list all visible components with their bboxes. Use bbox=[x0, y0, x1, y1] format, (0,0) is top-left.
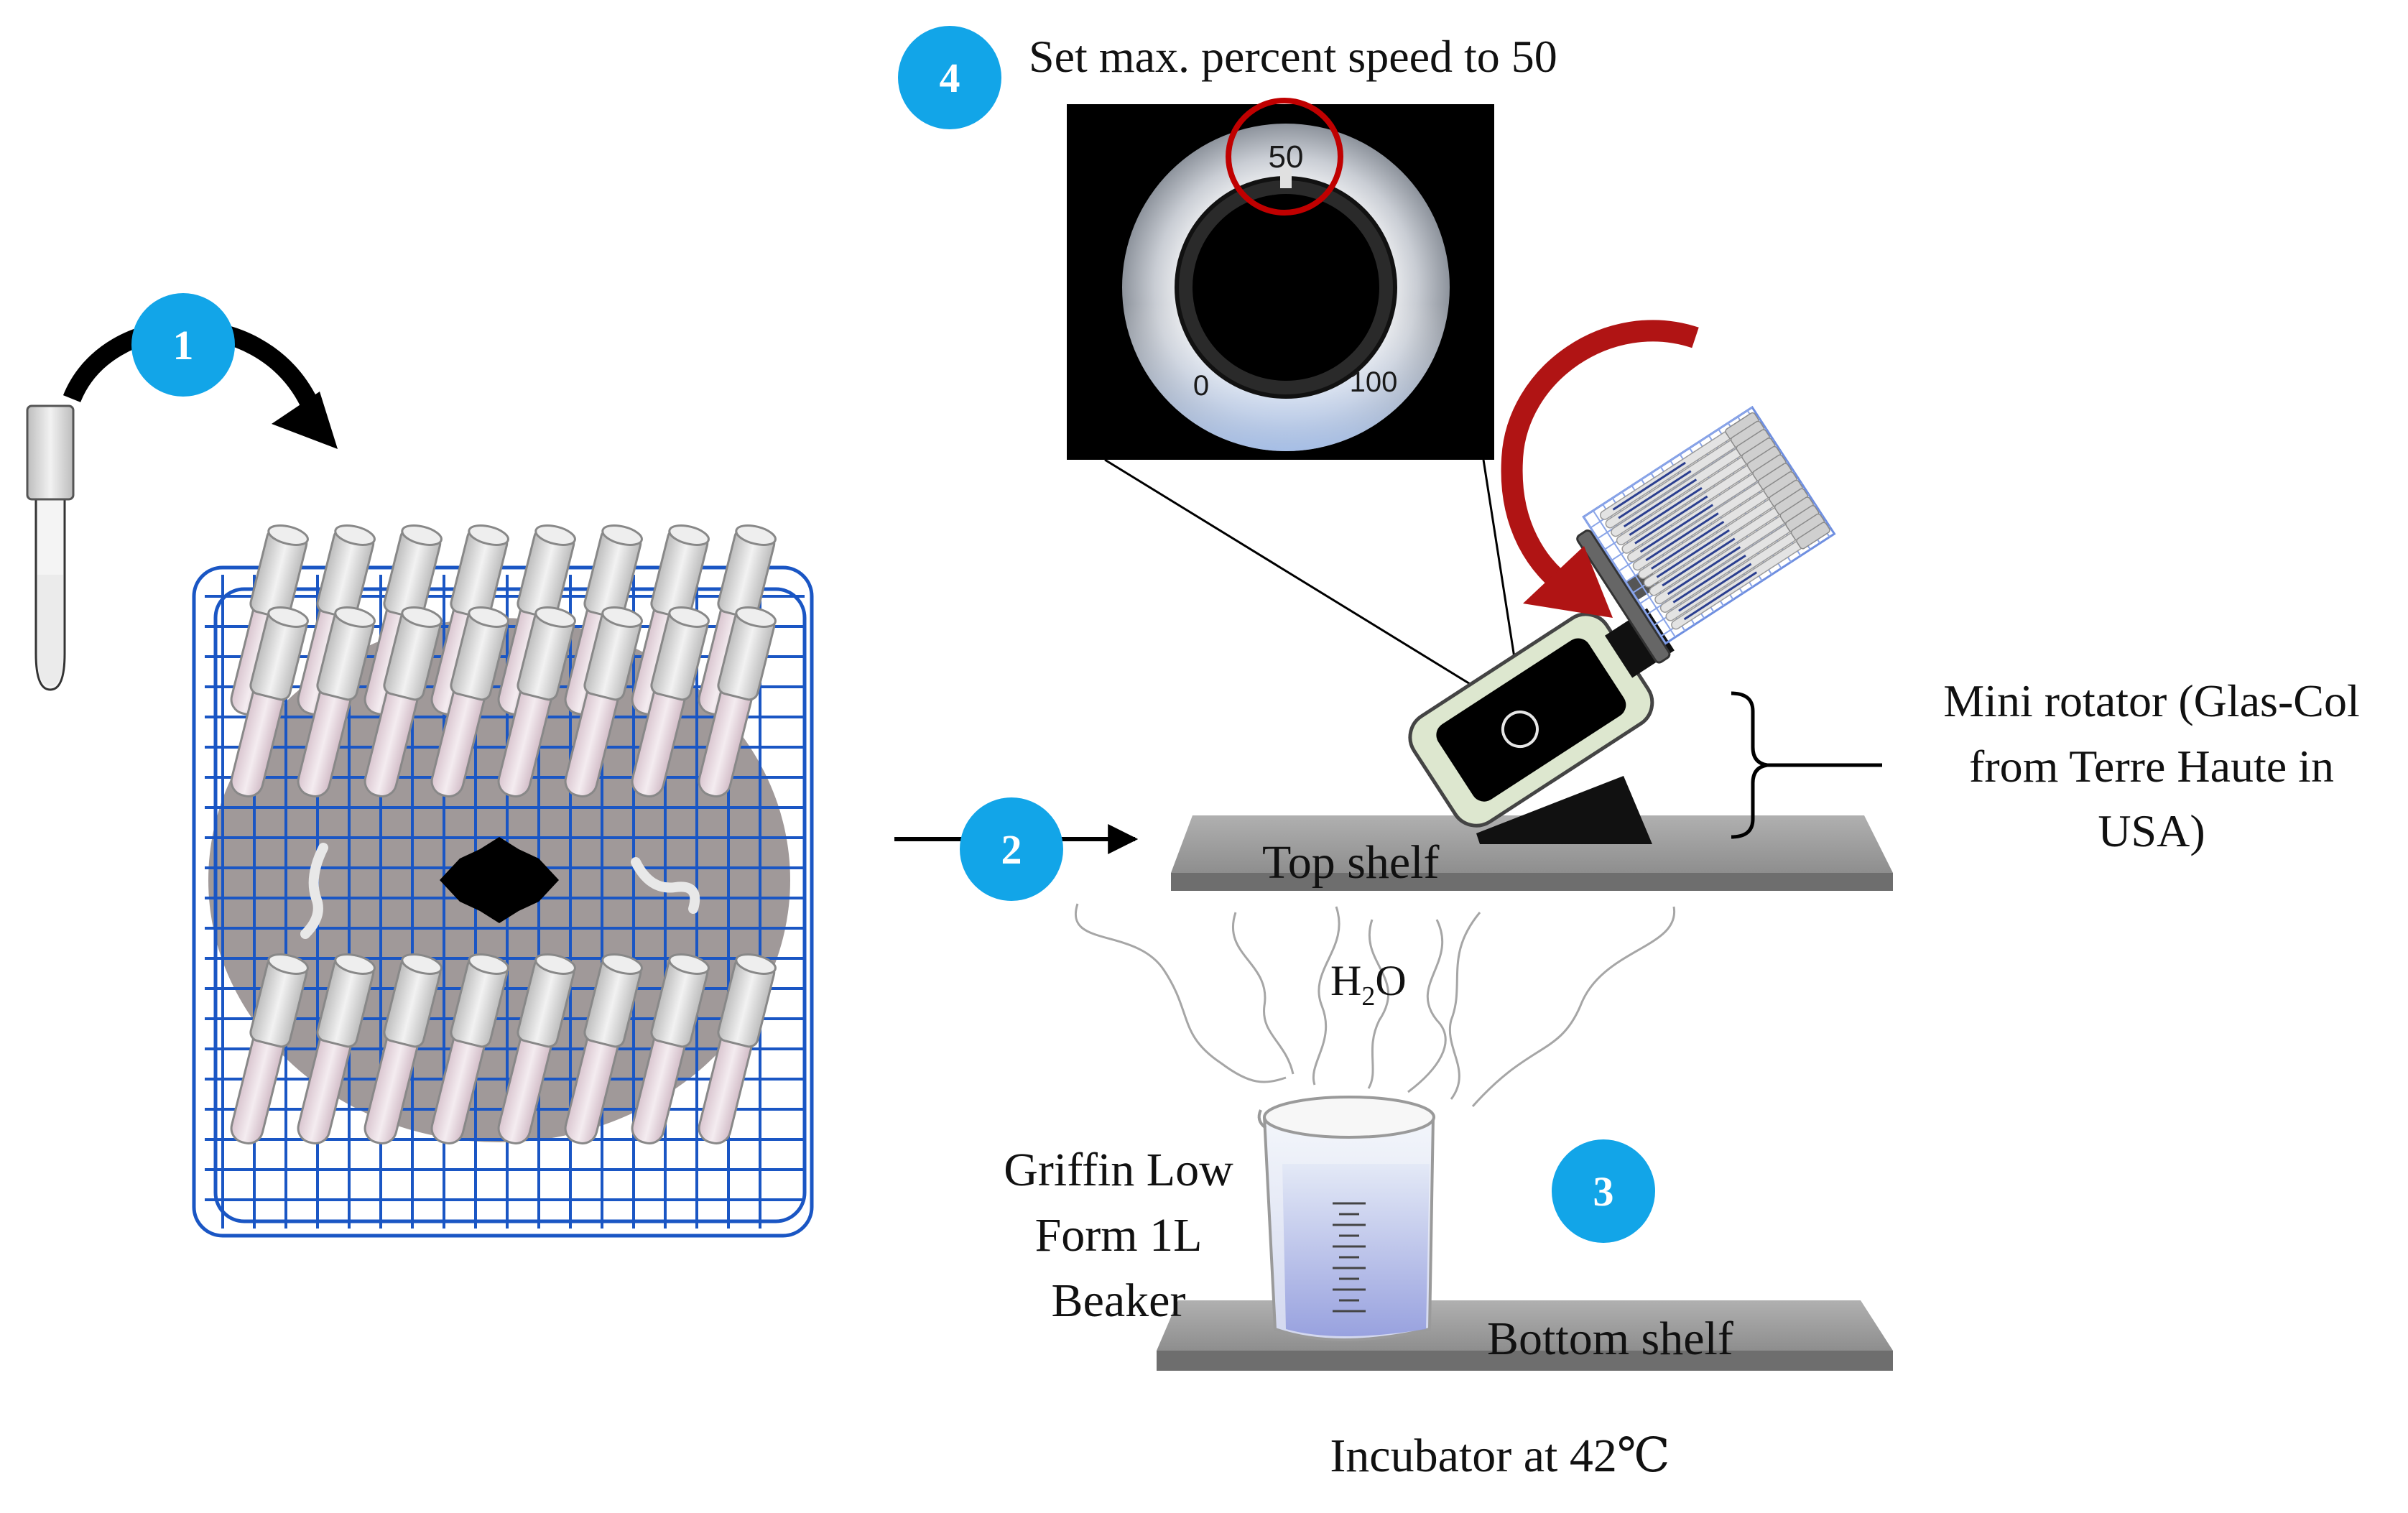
svg-text:USA): USA) bbox=[2098, 805, 2205, 856]
mini-rotator-label: Mini rotator (Glas-Col from Terre Haute … bbox=[1943, 675, 2359, 856]
rack-tube bbox=[230, 606, 309, 797]
bottom-shelf-label: Bottom shelf bbox=[1487, 1313, 1733, 1365]
rack-tube bbox=[297, 953, 376, 1144]
dial-highlight-circle bbox=[1226, 98, 1343, 216]
water-vapor-label: H2O bbox=[1330, 957, 1407, 1012]
svg-text:Beaker: Beaker bbox=[1052, 1274, 1186, 1327]
rack-tube bbox=[631, 606, 710, 797]
rack-tube bbox=[698, 953, 777, 1144]
griffin-beaker bbox=[1257, 1096, 1435, 1341]
svg-text:4: 4 bbox=[940, 55, 960, 101]
step-4-title: Set max. percent speed to 50 bbox=[1029, 31, 1557, 82]
steam-lines bbox=[1075, 903, 1676, 1107]
rack-tube bbox=[297, 606, 376, 797]
rack-tube bbox=[363, 953, 443, 1144]
step-badge-4: 4 bbox=[898, 26, 1001, 129]
transfer-arrowhead-icon bbox=[272, 392, 338, 449]
rack-tube bbox=[430, 606, 509, 797]
beaker-label: Griffin Low Form 1L Beaker bbox=[1004, 1144, 1233, 1327]
rack-tube bbox=[698, 606, 777, 797]
step-badge-1: 1 bbox=[131, 293, 235, 397]
rack-tube bbox=[430, 953, 509, 1144]
svg-text:Griffin Low: Griffin Low bbox=[1004, 1144, 1233, 1196]
rotator-tube-rack bbox=[1582, 405, 1836, 645]
rack-center-hub bbox=[440, 837, 559, 923]
top-shelf-label: Top shelf bbox=[1262, 836, 1440, 889]
single-culture-tube bbox=[26, 404, 75, 691]
rack-tube bbox=[564, 953, 643, 1144]
dial-label-0: 0 bbox=[1193, 370, 1209, 402]
speed-dial-panel: 50 0 100 bbox=[1067, 98, 1494, 460]
svg-text:Mini rotator (Glas-Col: Mini rotator (Glas-Col bbox=[1943, 675, 2359, 726]
rack-tube bbox=[631, 953, 710, 1144]
rotation-arrowhead-icon bbox=[1523, 546, 1613, 618]
mini-rotator bbox=[1408, 405, 1836, 844]
svg-text:3: 3 bbox=[1593, 1168, 1614, 1215]
rack-tube bbox=[564, 606, 643, 797]
dial-label-100: 100 bbox=[1350, 366, 1398, 398]
rack-tubes bbox=[230, 524, 777, 1144]
rotation-arrow-icon bbox=[1501, 320, 1699, 598]
step-badge-2: 2 bbox=[960, 797, 1063, 901]
svg-text:1: 1 bbox=[173, 322, 194, 369]
tube-rack bbox=[192, 524, 814, 1238]
svg-text:from Terre Haute in: from Terre Haute in bbox=[1969, 741, 2334, 792]
rack-tube bbox=[497, 606, 576, 797]
rack-tube bbox=[230, 953, 309, 1144]
svg-text:Form 1L: Form 1L bbox=[1035, 1209, 1203, 1262]
incubator-label: Incubator at 42℃ bbox=[1330, 1430, 1670, 1482]
rack-tube bbox=[497, 953, 576, 1144]
svg-text:2: 2 bbox=[1001, 826, 1022, 873]
dial-label-50: 50 bbox=[1269, 139, 1304, 175]
step-badge-3: 3 bbox=[1552, 1139, 1655, 1243]
rack-tube bbox=[363, 606, 443, 797]
